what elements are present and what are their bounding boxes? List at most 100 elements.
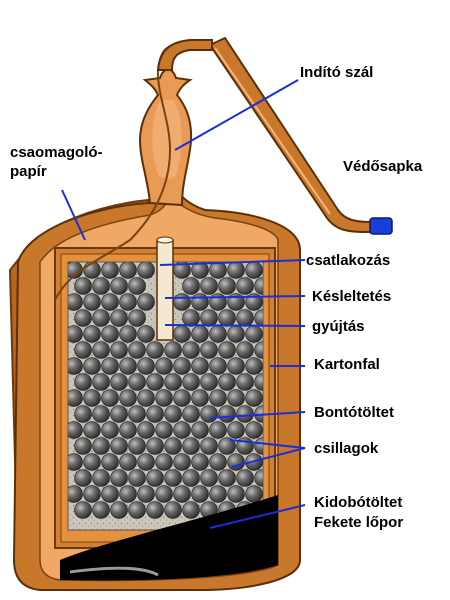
star-pellet [137, 293, 155, 311]
star-pellet [218, 309, 236, 327]
star-pellet [74, 373, 92, 391]
star-pellet [119, 325, 137, 343]
star-pellet [101, 325, 119, 343]
star-pellet [92, 373, 110, 391]
star-pellet [128, 437, 146, 455]
star-pellet [209, 389, 227, 407]
star-pellet [245, 325, 263, 343]
star-pellet [191, 421, 209, 439]
leader-lines [61, 79, 306, 529]
star-pellet [101, 389, 119, 407]
protective-cap [369, 217, 393, 235]
star-pellet [200, 469, 218, 487]
star-pellet [245, 421, 263, 439]
label-ignition: gyújtás [312, 318, 365, 335]
star-pellet [182, 341, 200, 359]
star-pellet [227, 357, 245, 375]
star-pellet [227, 325, 245, 343]
star-pellet [155, 421, 173, 439]
star-pellet [137, 262, 155, 279]
star-pellet [164, 469, 182, 487]
star-pellet [236, 373, 254, 391]
star-pellet [137, 389, 155, 407]
star-pellet [227, 389, 245, 407]
star-pellet [191, 485, 209, 503]
star-pellet [101, 453, 119, 471]
star-pellet [191, 357, 209, 375]
star-pellet [182, 309, 200, 327]
star-pellet [191, 293, 209, 311]
star-pellet [227, 262, 245, 279]
star-pellet [146, 373, 164, 391]
star-pellet [119, 485, 137, 503]
star-pellet [74, 341, 92, 359]
star-pellet [164, 405, 182, 423]
star-pellet [254, 341, 263, 359]
star-pellet [128, 341, 146, 359]
star-pellet [83, 453, 101, 471]
star-pellet [164, 501, 182, 519]
star-pellet [245, 262, 263, 279]
star-pellet [200, 437, 218, 455]
star-pellet [68, 485, 83, 503]
star-pellet [92, 501, 110, 519]
label-lift-charge-line2: Fekete lőpor [314, 514, 404, 531]
star-pellet [164, 341, 182, 359]
star-pellet [137, 421, 155, 439]
star-pellet [83, 325, 101, 343]
star-pellet [92, 437, 110, 455]
star-pellet [191, 389, 209, 407]
star-pellet [119, 453, 137, 471]
star-pellet [245, 357, 263, 375]
star-pellet [236, 277, 254, 295]
star-pellet [200, 341, 218, 359]
star-pellet [119, 293, 137, 311]
star-pellet [236, 341, 254, 359]
star-pellet [83, 421, 101, 439]
star-pellet [200, 277, 218, 295]
star-pellet [83, 389, 101, 407]
star-pellet [128, 469, 146, 487]
star-pellet [236, 469, 254, 487]
star-pellet [173, 325, 191, 343]
star-pellet [119, 389, 137, 407]
star-pellet [101, 485, 119, 503]
star-pellet [128, 405, 146, 423]
star-pellet [182, 373, 200, 391]
star-pellet [182, 437, 200, 455]
star-pellet [191, 325, 209, 343]
star-pellet [74, 501, 92, 519]
star-pellet [236, 309, 254, 327]
star-pellet [227, 485, 245, 503]
star-pellet [110, 373, 128, 391]
star-pellet [92, 309, 110, 327]
star-pellet [209, 325, 227, 343]
star-pellet [128, 309, 146, 327]
star-pellet [155, 389, 173, 407]
star-pellet [92, 405, 110, 423]
star-pellet [209, 453, 227, 471]
star-pellet [227, 421, 245, 439]
label-fuse: Indító szál [300, 64, 374, 81]
star-pellet [74, 469, 92, 487]
star-pellet [164, 437, 182, 455]
star-pellet [209, 293, 227, 311]
star-pellet [101, 293, 119, 311]
star-pellet [218, 277, 236, 295]
label-cardboard: Kartonfal [314, 356, 380, 373]
star-pellet [68, 453, 83, 471]
star-pellet [74, 309, 92, 327]
star-pellet [146, 437, 164, 455]
star-pellet [254, 469, 263, 487]
star-pellet [245, 485, 263, 503]
star-pellet [68, 325, 83, 343]
star-pellet [218, 373, 236, 391]
star-pellet [173, 293, 191, 311]
label-wrapper-line2: papír [10, 163, 47, 180]
label-wrapper-line1: csaomagoló- [10, 144, 103, 161]
label-cap: Védősapka [343, 158, 423, 175]
star-pellet [155, 453, 173, 471]
star-pellet [137, 325, 155, 343]
